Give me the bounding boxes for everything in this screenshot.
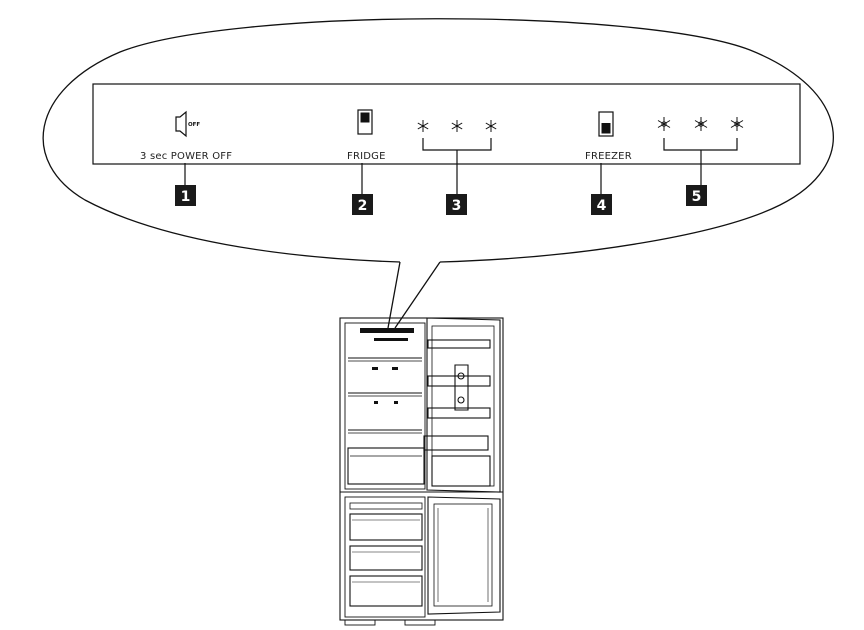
sound-off-text: OFF xyxy=(188,122,200,128)
callout-badge-4: 4 xyxy=(591,194,612,215)
asterisk-icon xyxy=(417,120,429,132)
asterisk-icon xyxy=(485,120,497,132)
svg-text:3: 3 xyxy=(452,198,462,214)
callout-badge-5: 5 xyxy=(686,185,707,206)
callout-badge-3: 3 xyxy=(446,194,467,215)
callout-bracket-5 xyxy=(663,138,738,185)
svg-text:4: 4 xyxy=(597,198,607,214)
fridge-label: FRIDGE xyxy=(347,151,386,162)
asterisk-icon xyxy=(451,120,463,132)
speaker-off-icon: OFF xyxy=(175,110,200,138)
magnifier-pointer xyxy=(387,261,441,329)
callout-badge-1: 1 xyxy=(175,185,196,206)
callout-bracket-3 xyxy=(422,138,492,194)
svg-text:5: 5 xyxy=(692,189,702,205)
svg-text:1: 1 xyxy=(181,189,191,205)
snowflake-icon xyxy=(657,117,671,131)
snowflake-icon xyxy=(730,117,744,131)
control-panel-frame xyxy=(92,83,801,165)
refrigerator-illustration xyxy=(339,317,504,626)
fridge-compartment-icon xyxy=(357,109,373,135)
freezer-level-indicators xyxy=(657,117,744,131)
svg-text:2: 2 xyxy=(358,198,368,214)
snowflake-icon xyxy=(694,117,708,131)
freezer-label: FREEZER xyxy=(585,151,632,162)
callout-badge-2: 2 xyxy=(352,194,373,215)
magnifier-callout-outline xyxy=(42,18,834,263)
freezer-compartment-icon xyxy=(598,111,614,137)
fridge-level-indicators xyxy=(417,120,497,132)
power-off-label: 3 sec POWER OFF xyxy=(140,151,232,162)
